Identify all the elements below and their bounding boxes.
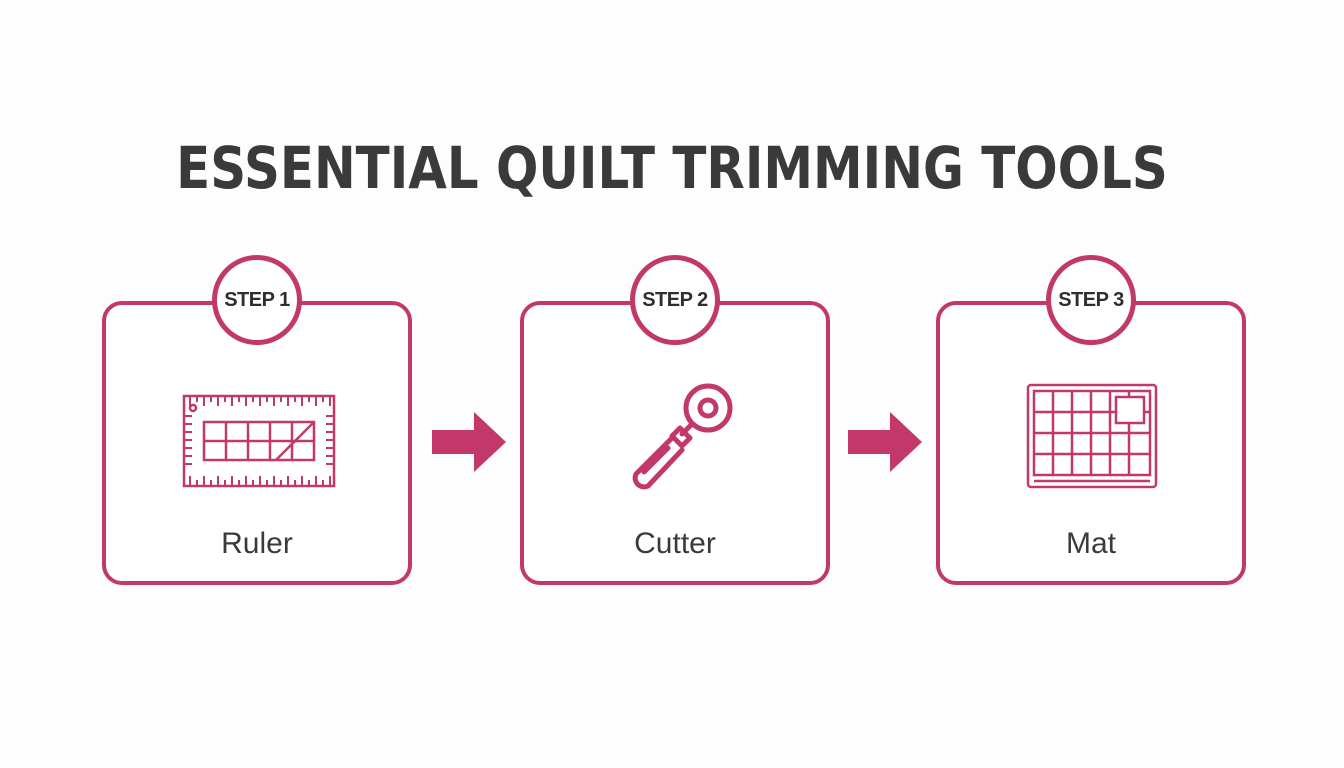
right-arrow-icon bbox=[432, 412, 506, 472]
step-label-cutter: Cutter bbox=[634, 527, 716, 560]
arrow-step2-to-step3 bbox=[848, 412, 922, 477]
step-label-ruler: Ruler bbox=[221, 527, 293, 560]
step-badge-1: STEP 1 bbox=[212, 255, 302, 345]
step-card-cutter bbox=[520, 301, 830, 585]
arrow-step1-to-step2 bbox=[432, 412, 506, 477]
step-badge-2: STEP 2 bbox=[630, 255, 720, 345]
page-title: ESSENTIAL QUILT TRIMMING TOOLS bbox=[176, 134, 1168, 202]
step-badge-3: STEP 3 bbox=[1046, 255, 1136, 345]
step-label-mat: Mat bbox=[1065, 527, 1116, 560]
right-arrow-icon bbox=[848, 412, 922, 472]
ruler-icon bbox=[182, 394, 336, 488]
cutting-mat-icon bbox=[1026, 383, 1158, 489]
rotary-cutter-icon bbox=[632, 383, 733, 490]
